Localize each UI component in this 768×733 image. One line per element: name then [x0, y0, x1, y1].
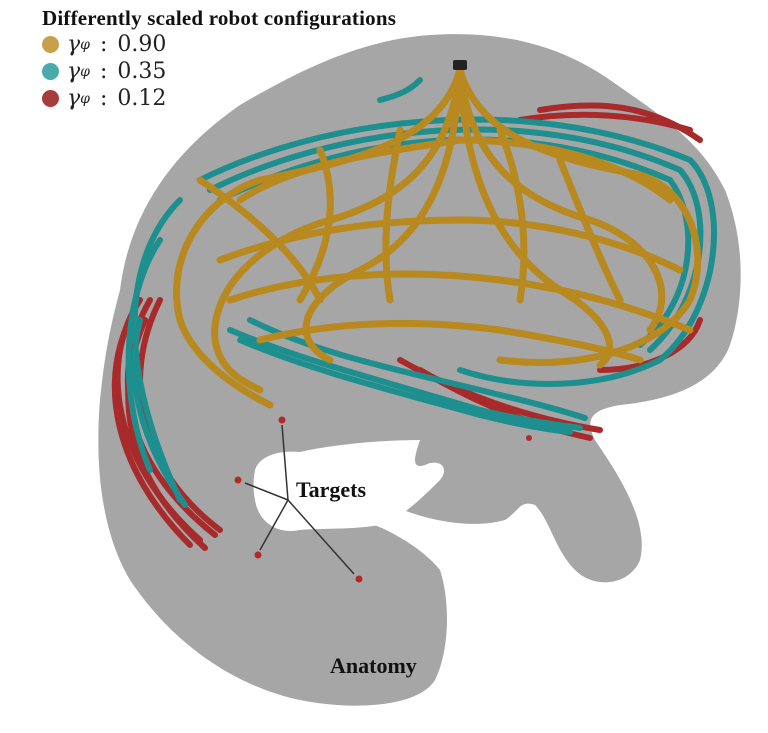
gamma-symbol: γ [67, 86, 81, 111]
legend-title: Differently scaled robot configurations [42, 6, 397, 30]
target-points [234, 416, 532, 583]
phi-subscript: φ [80, 90, 90, 107]
teal-dot-icon [42, 63, 59, 80]
legend-separator: : [99, 59, 108, 84]
phi-subscript: φ [80, 36, 90, 53]
anatomy-gap [253, 440, 445, 531]
gamma-symbol: γ [67, 59, 81, 84]
legend-separator: : [99, 86, 108, 111]
phi-subscript: φ [80, 63, 90, 80]
legend-value: 0.90 [117, 32, 167, 57]
legend-value: 0.35 [117, 59, 167, 84]
legend-separator: : [99, 32, 108, 57]
gold-dot-icon [42, 36, 59, 53]
robot-base [453, 60, 467, 70]
red-dot-icon [42, 90, 59, 107]
legend-value: 0.12 [117, 86, 167, 111]
target-leader-lines [244, 424, 355, 575]
gamma-symbol: γ [67, 32, 81, 57]
anatomy-label: Anatomy [330, 653, 417, 678]
gold-robot-tubes [173, 66, 702, 409]
targets-label: Targets [296, 477, 367, 502]
legend: Differently scaled robot configurations … [42, 6, 396, 112]
